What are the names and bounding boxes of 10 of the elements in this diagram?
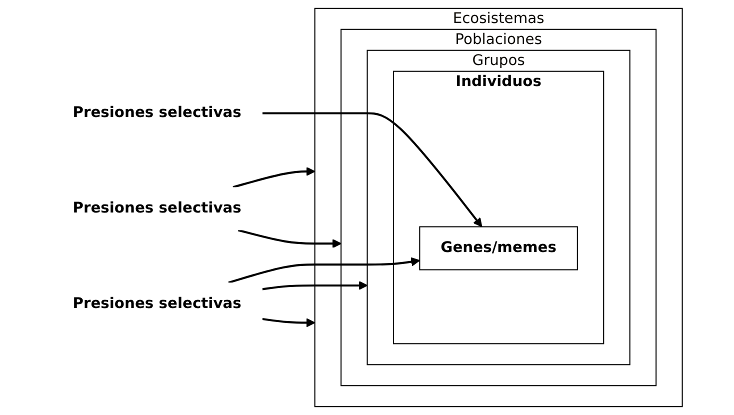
arrow <box>262 112 482 228</box>
node-text: Presiones selectivas <box>72 104 242 122</box>
node-text: Presiones selectivas <box>72 295 242 312</box>
arrow <box>238 229 342 248</box>
arrow <box>228 257 420 284</box>
node-box: Genes/memes <box>419 226 578 270</box>
arrow <box>262 280 368 290</box>
arrow <box>232 166 316 188</box>
arrow <box>262 318 316 328</box>
node-text: Presiones selectivas <box>72 200 242 217</box>
